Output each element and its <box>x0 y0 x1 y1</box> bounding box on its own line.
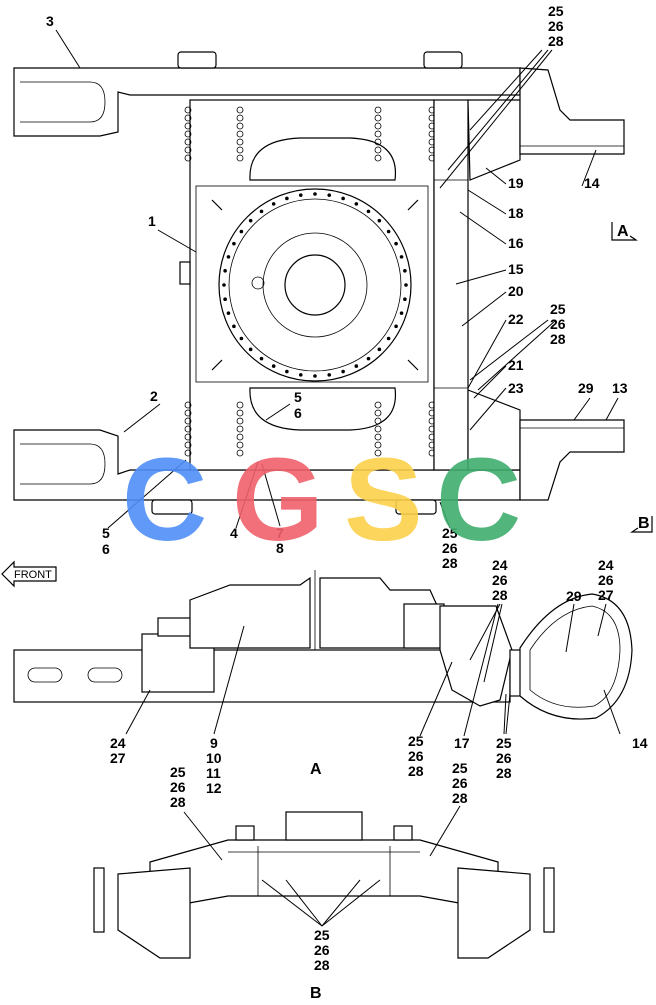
callout-labels: 3 1 2 25 26 28 19 14 18 16 15 20 25 26 2… <box>46 3 648 973</box>
callout-20: 20 <box>508 283 524 299</box>
watermark: C G S C <box>122 434 521 566</box>
callout-26: 26 <box>598 572 614 588</box>
callout-22: 22 <box>508 311 524 327</box>
callout-23: 23 <box>508 380 524 396</box>
right-upper-arm <box>519 67 625 155</box>
callout-21: 21 <box>508 357 524 373</box>
callout-15: 15 <box>508 261 524 277</box>
callout-25: 25 <box>408 733 424 749</box>
callout-28: 28 <box>452 790 468 806</box>
callout-28: 28 <box>314 957 330 973</box>
callout-24: 24 <box>598 557 614 573</box>
leader-lines <box>55 29 621 927</box>
callout-28: 28 <box>442 555 458 571</box>
callout-29: 29 <box>566 588 582 604</box>
callout-11: 11 <box>206 765 221 781</box>
callout-18: 18 <box>508 205 524 221</box>
callout-9: 9 <box>210 735 218 751</box>
callout-10: 10 <box>206 750 222 766</box>
view-a-title: A <box>310 761 322 778</box>
callout-16: 16 <box>508 235 524 251</box>
callout-14: 14 <box>632 735 648 751</box>
callout-28: 28 <box>170 794 186 810</box>
callout-24: 24 <box>110 735 126 751</box>
watermark-letter-c2: C <box>436 434 521 566</box>
watermark-letter-c: C <box>122 434 207 566</box>
side-view-a <box>13 570 633 720</box>
callout-26: 26 <box>452 775 468 791</box>
watermark-letter-s: S <box>344 434 423 566</box>
callout-6: 6 <box>102 541 110 557</box>
callout-26: 26 <box>314 942 330 958</box>
callout-28: 28 <box>496 765 512 781</box>
callout-4: 4 <box>230 525 238 541</box>
view-arrow-a-label: A <box>617 223 629 240</box>
callout-12: 12 <box>206 780 222 796</box>
callout-25: 25 <box>548 3 564 19</box>
view-arrow-b-icon <box>630 516 653 533</box>
callout-24: 24 <box>492 557 508 573</box>
callout-25: 25 <box>452 760 468 776</box>
watermark-letter-g: G <box>232 434 324 566</box>
callout-14: 14 <box>584 175 600 191</box>
callout-28: 28 <box>548 33 564 49</box>
callout-26: 26 <box>492 572 508 588</box>
view-arrow-a-icon <box>611 222 638 241</box>
callout-25: 25 <box>170 764 186 780</box>
callout-6: 6 <box>294 405 302 421</box>
callout-25: 25 <box>550 301 566 317</box>
side-track-plate <box>519 593 633 720</box>
callout-28: 28 <box>492 587 508 603</box>
callout-7: 7 <box>276 525 284 541</box>
front-arrow-icon <box>1 560 57 588</box>
swing-bolt-ring <box>222 192 408 378</box>
callout-26: 26 <box>496 750 512 766</box>
front-view-b <box>93 811 555 959</box>
view-arrow-b-label: B <box>638 515 650 532</box>
callout-25: 25 <box>314 927 330 943</box>
callout-25: 25 <box>496 735 512 751</box>
callout-1: 1 <box>148 213 156 229</box>
callout-29: 29 <box>578 380 594 396</box>
callout-28: 28 <box>408 763 424 779</box>
front-frame <box>149 839 499 911</box>
callout-3: 3 <box>46 13 54 29</box>
callout-26: 26 <box>442 540 458 556</box>
callout-26: 26 <box>408 748 424 764</box>
side-frame-beam <box>13 649 511 703</box>
callout-2: 2 <box>150 388 158 404</box>
callout-17: 17 <box>454 735 470 751</box>
callout-19: 19 <box>508 175 524 191</box>
callout-13: 13 <box>612 380 628 396</box>
view-labels: A B A B FRONT <box>14 223 650 1002</box>
top-view <box>13 51 625 515</box>
callout-27: 27 <box>598 587 614 603</box>
callout-28: 28 <box>550 331 566 347</box>
callout-5: 5 <box>102 525 110 541</box>
callout-8: 8 <box>276 540 284 556</box>
callout-26: 26 <box>170 779 186 795</box>
callout-25: 25 <box>442 525 458 541</box>
callout-5: 5 <box>294 389 302 405</box>
right-lower-arm <box>519 419 625 501</box>
front-label: FRONT <box>14 569 52 581</box>
callout-26: 26 <box>548 18 564 34</box>
callout-27: 27 <box>110 750 126 766</box>
view-b-title: B <box>310 985 322 1000</box>
callout-26: 26 <box>550 316 566 332</box>
